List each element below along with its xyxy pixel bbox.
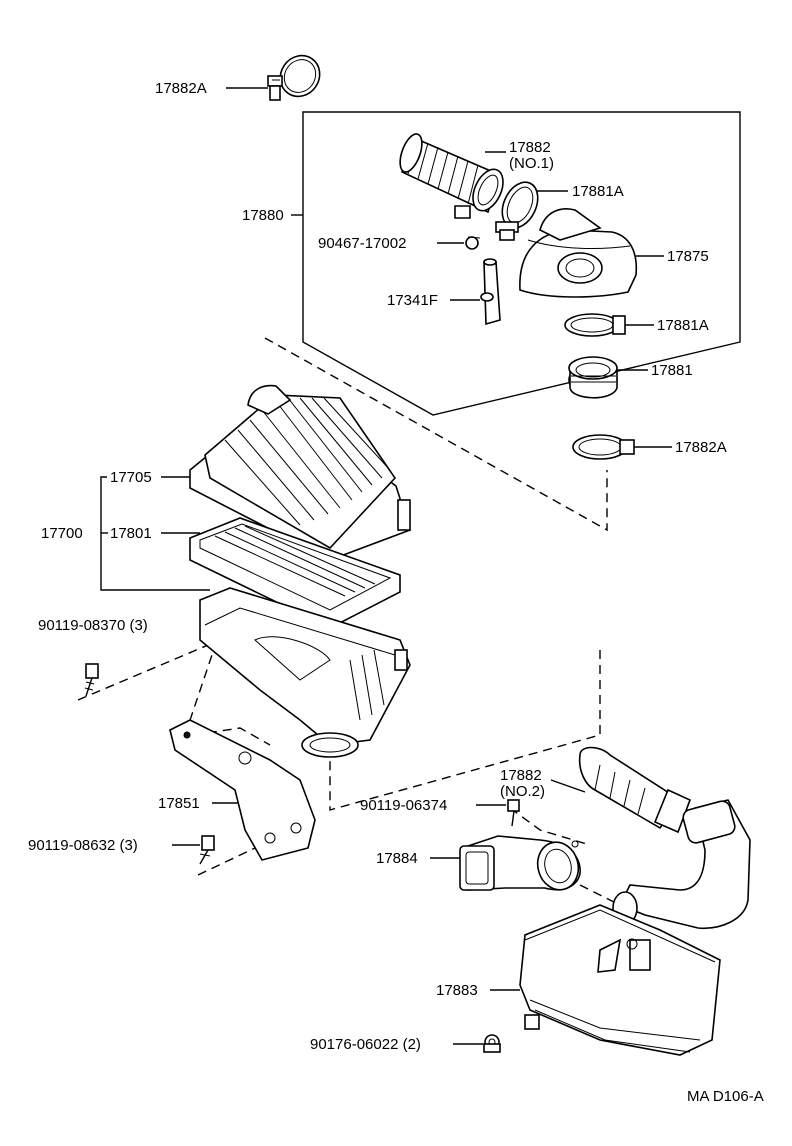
band-clamp-17881a-lower [564, 313, 626, 337]
filter-element-17801 [189, 517, 401, 629]
diagram-code: MA D106-A [687, 1088, 764, 1105]
resonator-box-17883 [519, 799, 751, 1056]
air-cleaner-cap-17705 [189, 384, 411, 561]
label-17851: 17851 [158, 795, 200, 812]
hose-clamp-17882a-top [267, 54, 321, 101]
label-90119-06374: 90119-06374 [360, 797, 447, 814]
label-90176-06022: 90176-06022 (2) [310, 1036, 421, 1053]
hose-17341f [480, 258, 501, 326]
bracket-17851 [169, 719, 316, 861]
label-17880: 17880 [242, 207, 284, 224]
label-17881a-1: 17881A [572, 183, 624, 200]
assembly-dashed-lines [77, 337, 621, 906]
air-connector-17875 [519, 208, 638, 298]
label-17882-no2-num: 17882 [500, 767, 542, 784]
label-17883: 17883 [436, 982, 478, 999]
label-17705: 17705 [110, 469, 152, 486]
leader-lines [100, 87, 741, 1045]
label-17700: 17700 [41, 525, 83, 542]
hose-clamp-17882a-mid [572, 434, 635, 460]
label-17882-no2-sub: (NO.2) [500, 783, 545, 800]
intake-hose-17882-no1 [399, 133, 504, 219]
label-90467-17002: 90467-17002 [318, 235, 406, 252]
bolt-90119-06374 [507, 799, 520, 827]
label-17884: 17884 [376, 850, 418, 867]
part-labels: 17882A 17880 17882 (NO.1) 17881A 90467-1… [28, 80, 764, 1105]
air-cleaner-case-17700 [199, 587, 411, 758]
band-clamp-17881a-upper [495, 181, 539, 241]
connector-17884 [459, 835, 581, 891]
label-90119-08632: 90119-08632 (3) [28, 837, 138, 854]
label-17875: 17875 [667, 248, 709, 265]
label-17341f: 17341F [387, 292, 438, 309]
bolt-90119-08632 [199, 835, 215, 865]
nut-90176-06022 [483, 1034, 501, 1053]
label-90119-08370: 90119-08370 (3) [38, 617, 148, 634]
bolt-90119-08370 [84, 663, 99, 697]
label-17801: 17801 [110, 525, 152, 542]
label-17881a-2: 17881A [657, 317, 709, 334]
label-17882-no1-sub: (NO.1) [509, 155, 554, 172]
label-17882-no1-num: 17882 [509, 139, 551, 156]
intake-duct-17882-no2 [578, 746, 692, 834]
clip-90467-17002 [465, 236, 481, 250]
label-17881: 17881 [651, 362, 693, 379]
label-17882a-top: 17882A [155, 80, 207, 97]
label-17882a-mid: 17882A [675, 439, 727, 456]
rubber-connector-17881 [568, 356, 618, 399]
